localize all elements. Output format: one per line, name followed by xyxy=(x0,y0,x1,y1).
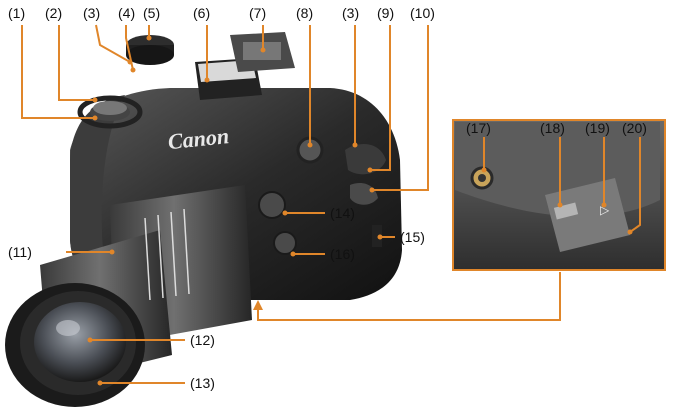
callout-15: (15) xyxy=(400,229,425,245)
callout-3-left: (3) xyxy=(83,5,100,21)
callout-2: (2) xyxy=(45,5,62,21)
callout-5: (5) xyxy=(143,5,160,21)
strap-mount xyxy=(345,144,386,175)
callout-labels: (1) (2) (3) (4) (5) (6) (7) (8) (3) (9) … xyxy=(8,5,647,391)
zoom-button xyxy=(273,231,297,255)
callout-19: (19) xyxy=(585,120,610,136)
callout-1: (1) xyxy=(8,5,25,21)
callout-8: (8) xyxy=(296,5,313,21)
callout-6: (6) xyxy=(193,5,210,21)
callout-17: (17) xyxy=(466,120,491,136)
side-port-cover xyxy=(372,225,382,247)
lens-front xyxy=(5,283,145,407)
callout-16: (16) xyxy=(330,246,355,262)
mode-dial xyxy=(126,35,174,65)
callout-20: (20) xyxy=(622,120,647,136)
callout-9: (9) xyxy=(377,5,394,21)
callout-11: (11) xyxy=(8,244,32,260)
callout-13: (13) xyxy=(190,375,215,391)
callout-10: (10) xyxy=(410,5,435,21)
callout-14: (14) xyxy=(330,205,355,221)
frame-assist-button xyxy=(258,191,286,219)
connector-arrow xyxy=(253,272,561,321)
zoom-lever xyxy=(77,95,143,129)
callout-3-right: (3) xyxy=(342,5,359,21)
callout-18: (18) xyxy=(540,120,565,136)
shutter-button xyxy=(90,101,130,121)
callout-12: (12) xyxy=(190,332,215,348)
callout-4: (4) xyxy=(118,5,135,21)
callout-7: (7) xyxy=(249,5,266,21)
svg-text:▷: ▷ xyxy=(600,203,610,217)
leader-lines xyxy=(21,24,641,386)
